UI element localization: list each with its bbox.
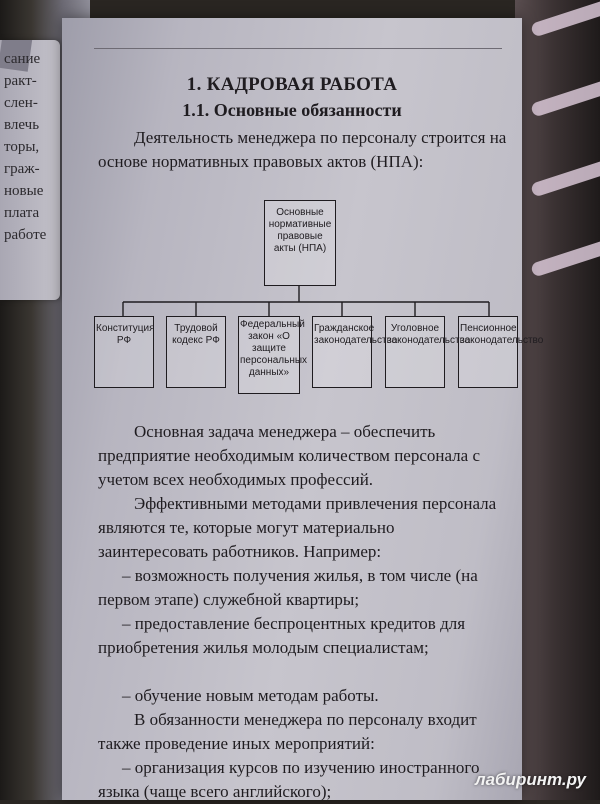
left-fragment: новые <box>4 183 44 199</box>
section-title: 1.1. Основные обязанности <box>182 100 402 120</box>
right-background <box>515 0 600 800</box>
chapter-title: 1. КАДРОВАЯ РАБОТА <box>186 74 398 95</box>
list-item: – предоставление беспроцентных кредитов … <box>98 614 466 657</box>
left-fragment: слен- <box>4 95 38 111</box>
left-page-text: сание ракт- слен- влечь торы, граж- новы… <box>4 48 46 246</box>
running-header-rule <box>94 48 502 49</box>
diagram-child-box: Пенсионное законодательство <box>458 316 543 388</box>
diagram-child-box: Конституция РФ <box>94 316 155 388</box>
left-fragment: плата <box>4 205 40 221</box>
left-page-edge: сание ракт- слен- влечь торы, граж- новы… <box>0 40 60 300</box>
stripe-decoration <box>530 0 600 38</box>
list-item: – возможность получения жилья, в том чис… <box>98 566 478 609</box>
watermark: лабиринт.ру <box>475 770 586 789</box>
book-page: 1. КАДРОВАЯ РАБОТА 1.1. Основные обязанн… <box>62 18 543 801</box>
intro-paragraph: Деятельность менеджера по персоналу стро… <box>98 128 507 171</box>
diagram-root-box: Основные нормативные правовые акты (НПА) <box>264 200 336 286</box>
left-fragment: работе <box>4 227 47 243</box>
stripe-decoration <box>530 76 600 118</box>
stripe-decoration <box>530 236 600 278</box>
npa-diagram: Основные нормативные правовые акты (НПА)… <box>92 198 543 408</box>
diagram-connectors <box>122 286 490 316</box>
left-fragment: влечь <box>4 117 40 133</box>
left-fragment: граж- <box>4 161 40 177</box>
diagram-child-box: Гражданское законодательство <box>312 316 397 388</box>
left-fragment: торы, <box>4 139 40 155</box>
left-fragment: ракт- <box>4 73 37 89</box>
diagram-child-box: Федеральный закон «О защите персональных… <box>238 316 307 394</box>
diagram-child-box: Трудовой кодекс РФ <box>166 316 226 388</box>
methods-paragraph: Эффективными методами привлечения персон… <box>98 494 497 561</box>
task-paragraph: Основная задача менеджера – обеспечить п… <box>98 422 480 489</box>
left-fragment: сание <box>4 51 41 67</box>
diagram-child-box: Уголовное законодательство <box>385 316 470 388</box>
list-item: – организация курсов по изучению иностра… <box>98 758 480 801</box>
duties-paragraph: В обязанности менеджера по персоналу вхо… <box>98 710 477 753</box>
list-item: – обучение новым методам работы. <box>122 686 379 705</box>
stripe-decoration <box>530 156 600 198</box>
